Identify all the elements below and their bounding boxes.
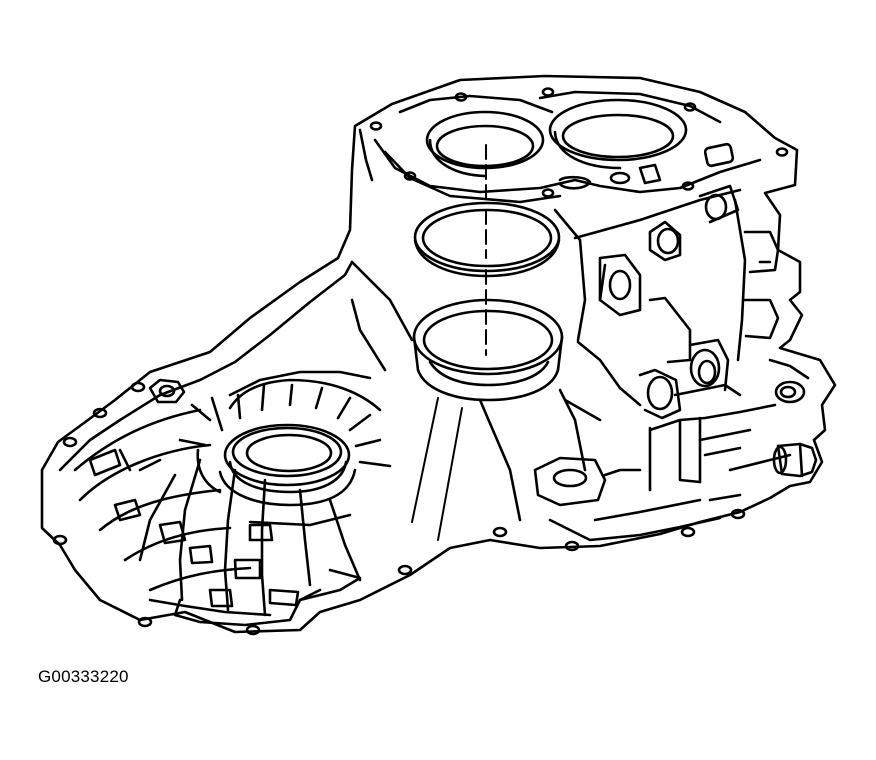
case-walls (228, 208, 602, 522)
top-bearing-bores (369, 87, 789, 204)
lower-boss (533, 456, 642, 507)
right-flange (548, 358, 810, 552)
figure-id-label: G00333220 (38, 667, 129, 686)
seal-bore (178, 378, 392, 507)
drain-plug (772, 442, 818, 478)
bell-housing-ribs (52, 378, 508, 636)
alignment-centerline (411, 144, 487, 541)
bearing-race (412, 298, 564, 402)
side-bosses (573, 184, 780, 420)
